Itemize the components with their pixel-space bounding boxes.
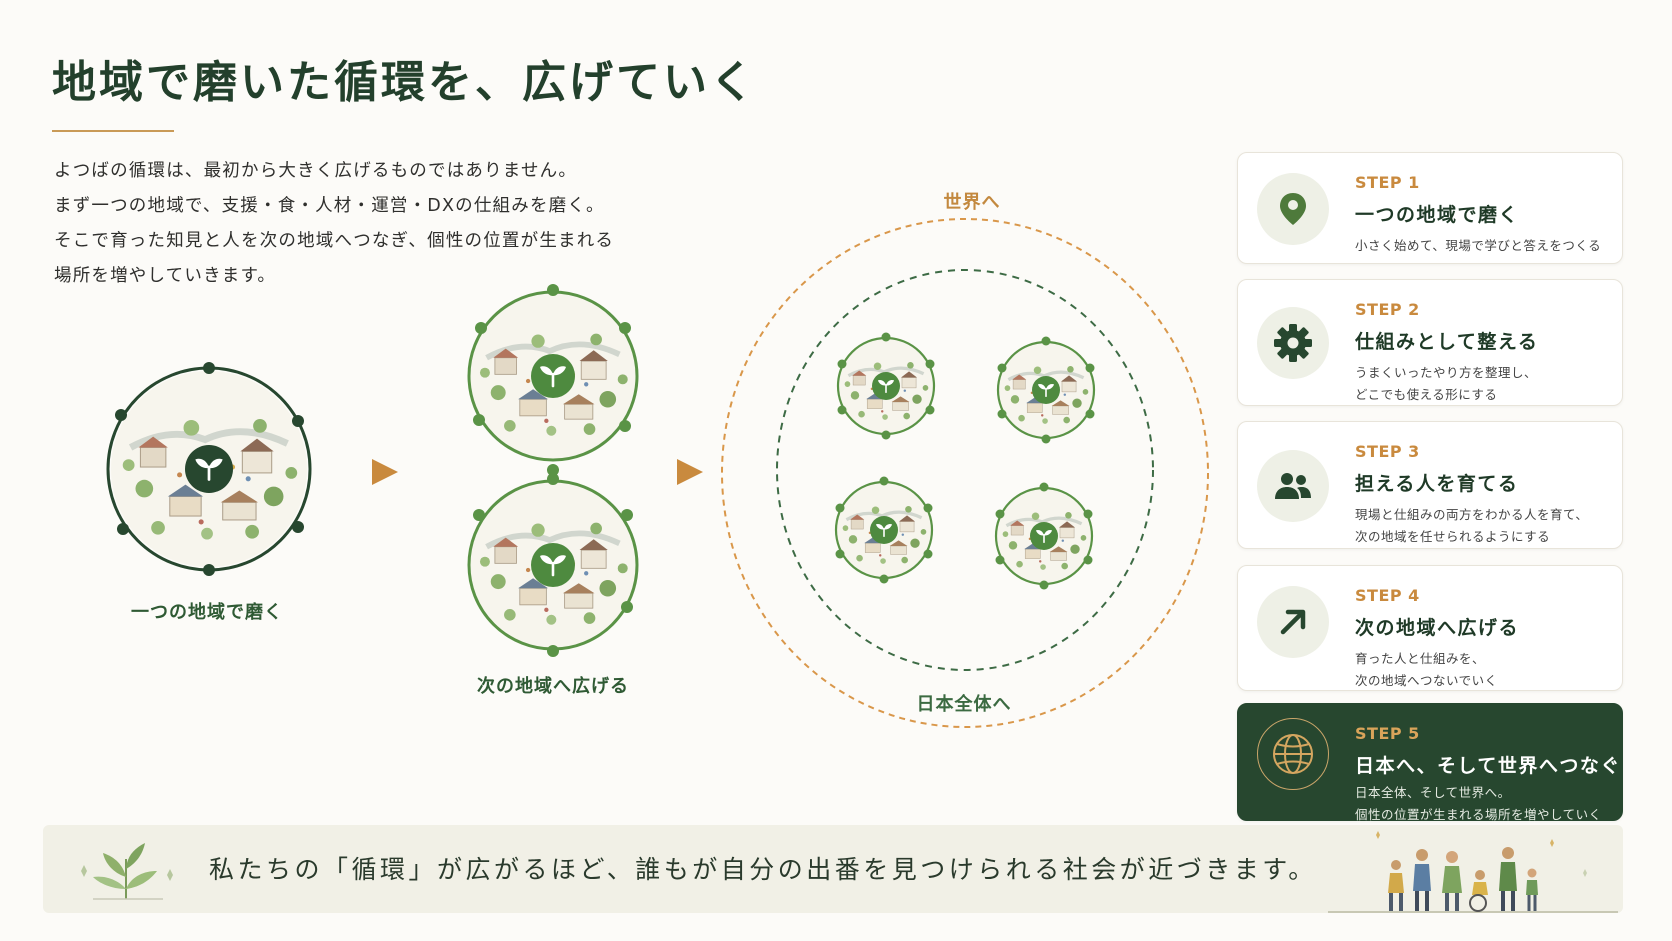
step-card-4: STEP 4 次の地域へ広げる 育った人と仕組みを、 次の地域へつないでいく	[1237, 565, 1623, 691]
world-ring	[721, 218, 1209, 728]
stage3-region	[996, 336, 1096, 444]
page-title: 地域で磨いた循環を、広げていく	[52, 57, 757, 108]
intro-line: まず一つの地域で、支援・食・人材・運営・DXの仕組みを磨く。	[54, 196, 605, 216]
step-title: 一つの地域で磨く	[1355, 204, 1520, 226]
step-description: 現場と仕組みの両方をわかる人を育て、 次の地域を任せられるようにする	[1355, 507, 1589, 544]
expansion-diagram	[106, 218, 1209, 728]
stage1-label: 一つの地域で磨く	[131, 602, 283, 623]
flow-arrow-icon	[677, 459, 703, 485]
intro-line: 場所を増やしていきます。	[54, 266, 277, 286]
family-illustration	[1328, 831, 1618, 913]
bottom-banner: 私たちの「循環」が広がるほど、誰もが自分の出番を見つけられる社会が近づきます。	[43, 825, 1623, 913]
intro-line: よつばの循環は、最初から大きく広げるものではありません。	[54, 161, 578, 181]
step-description: 小さく始めて、現場で学びと答えをつくる	[1355, 238, 1602, 253]
step-description: うまくいったやり方を整理し、 どこでも使える形にする	[1355, 365, 1538, 402]
step-title: 仕組みとして整える	[1355, 331, 1539, 353]
step-label: STEP 1	[1355, 173, 1420, 192]
people-icon	[1257, 450, 1329, 522]
japan-ring	[776, 269, 1154, 671]
arrow-up-right-icon	[1257, 586, 1329, 658]
step-title: 担える人を育てる	[1355, 473, 1519, 495]
flow-arrow-icon	[372, 459, 398, 485]
step-label: STEP 5	[1355, 724, 1420, 743]
step-title: 次の地域へ広げる	[1355, 617, 1520, 639]
stage2-label: 次の地域へ広げる	[477, 676, 629, 697]
globe-icon	[1257, 718, 1329, 790]
step-card-2: STEP 2 仕組みとして整える うまくいったやり方を整理し、 どこでも使える形…	[1237, 279, 1623, 406]
step-label: STEP 2	[1355, 300, 1420, 319]
stage3-region	[834, 476, 934, 584]
step-description: 育った人と仕組みを、 次の地域へつないでいく	[1355, 651, 1498, 688]
gear-icon	[1257, 307, 1329, 379]
sprout-plant-icon	[81, 843, 173, 900]
step-title: 日本へ、そして世界へつなぐ	[1355, 755, 1621, 777]
japan-ring-label: 日本全体へ	[916, 694, 1012, 715]
stage2-region-bottom	[467, 473, 639, 657]
world-ring-label: 世界へ	[943, 192, 1001, 213]
step-card-1: STEP 1 一つの地域で磨く 小さく始めて、現場で学びと答えをつくる	[1237, 152, 1623, 264]
title-underline	[52, 130, 174, 132]
location-pin-icon	[1257, 173, 1329, 245]
intro-line: そこで育った知見と人を次の地域へつなぎ、個性の位置が生まれる	[54, 231, 615, 251]
step-label: STEP 3	[1355, 442, 1420, 461]
banner-message: 私たちの「循環」が広がるほど、誰もが自分の出番を見つけられる社会が近づきます。	[209, 855, 1317, 884]
step-card-3: STEP 3 担える人を育てる 現場と仕組みの両方をわかる人を育て、 次の地域を…	[1237, 421, 1623, 549]
stage3-region	[994, 482, 1094, 590]
stage3-region	[836, 332, 936, 440]
step-description: 日本全体、そして世界へ。 個性の位置が生まれる場所を増やしていく	[1355, 785, 1602, 822]
step-card-5: STEP 5 日本へ、そして世界へつなぐ 日本全体、そして世界へ。 個性の位置が…	[1237, 703, 1623, 822]
stage1-region	[106, 362, 312, 576]
step-label: STEP 4	[1355, 586, 1420, 605]
intro-text: よつばの循環は、最初から大きく広げるものではありません。 まず一つの地域で、支援…	[54, 154, 734, 294]
stage2-region-top	[467, 284, 639, 462]
